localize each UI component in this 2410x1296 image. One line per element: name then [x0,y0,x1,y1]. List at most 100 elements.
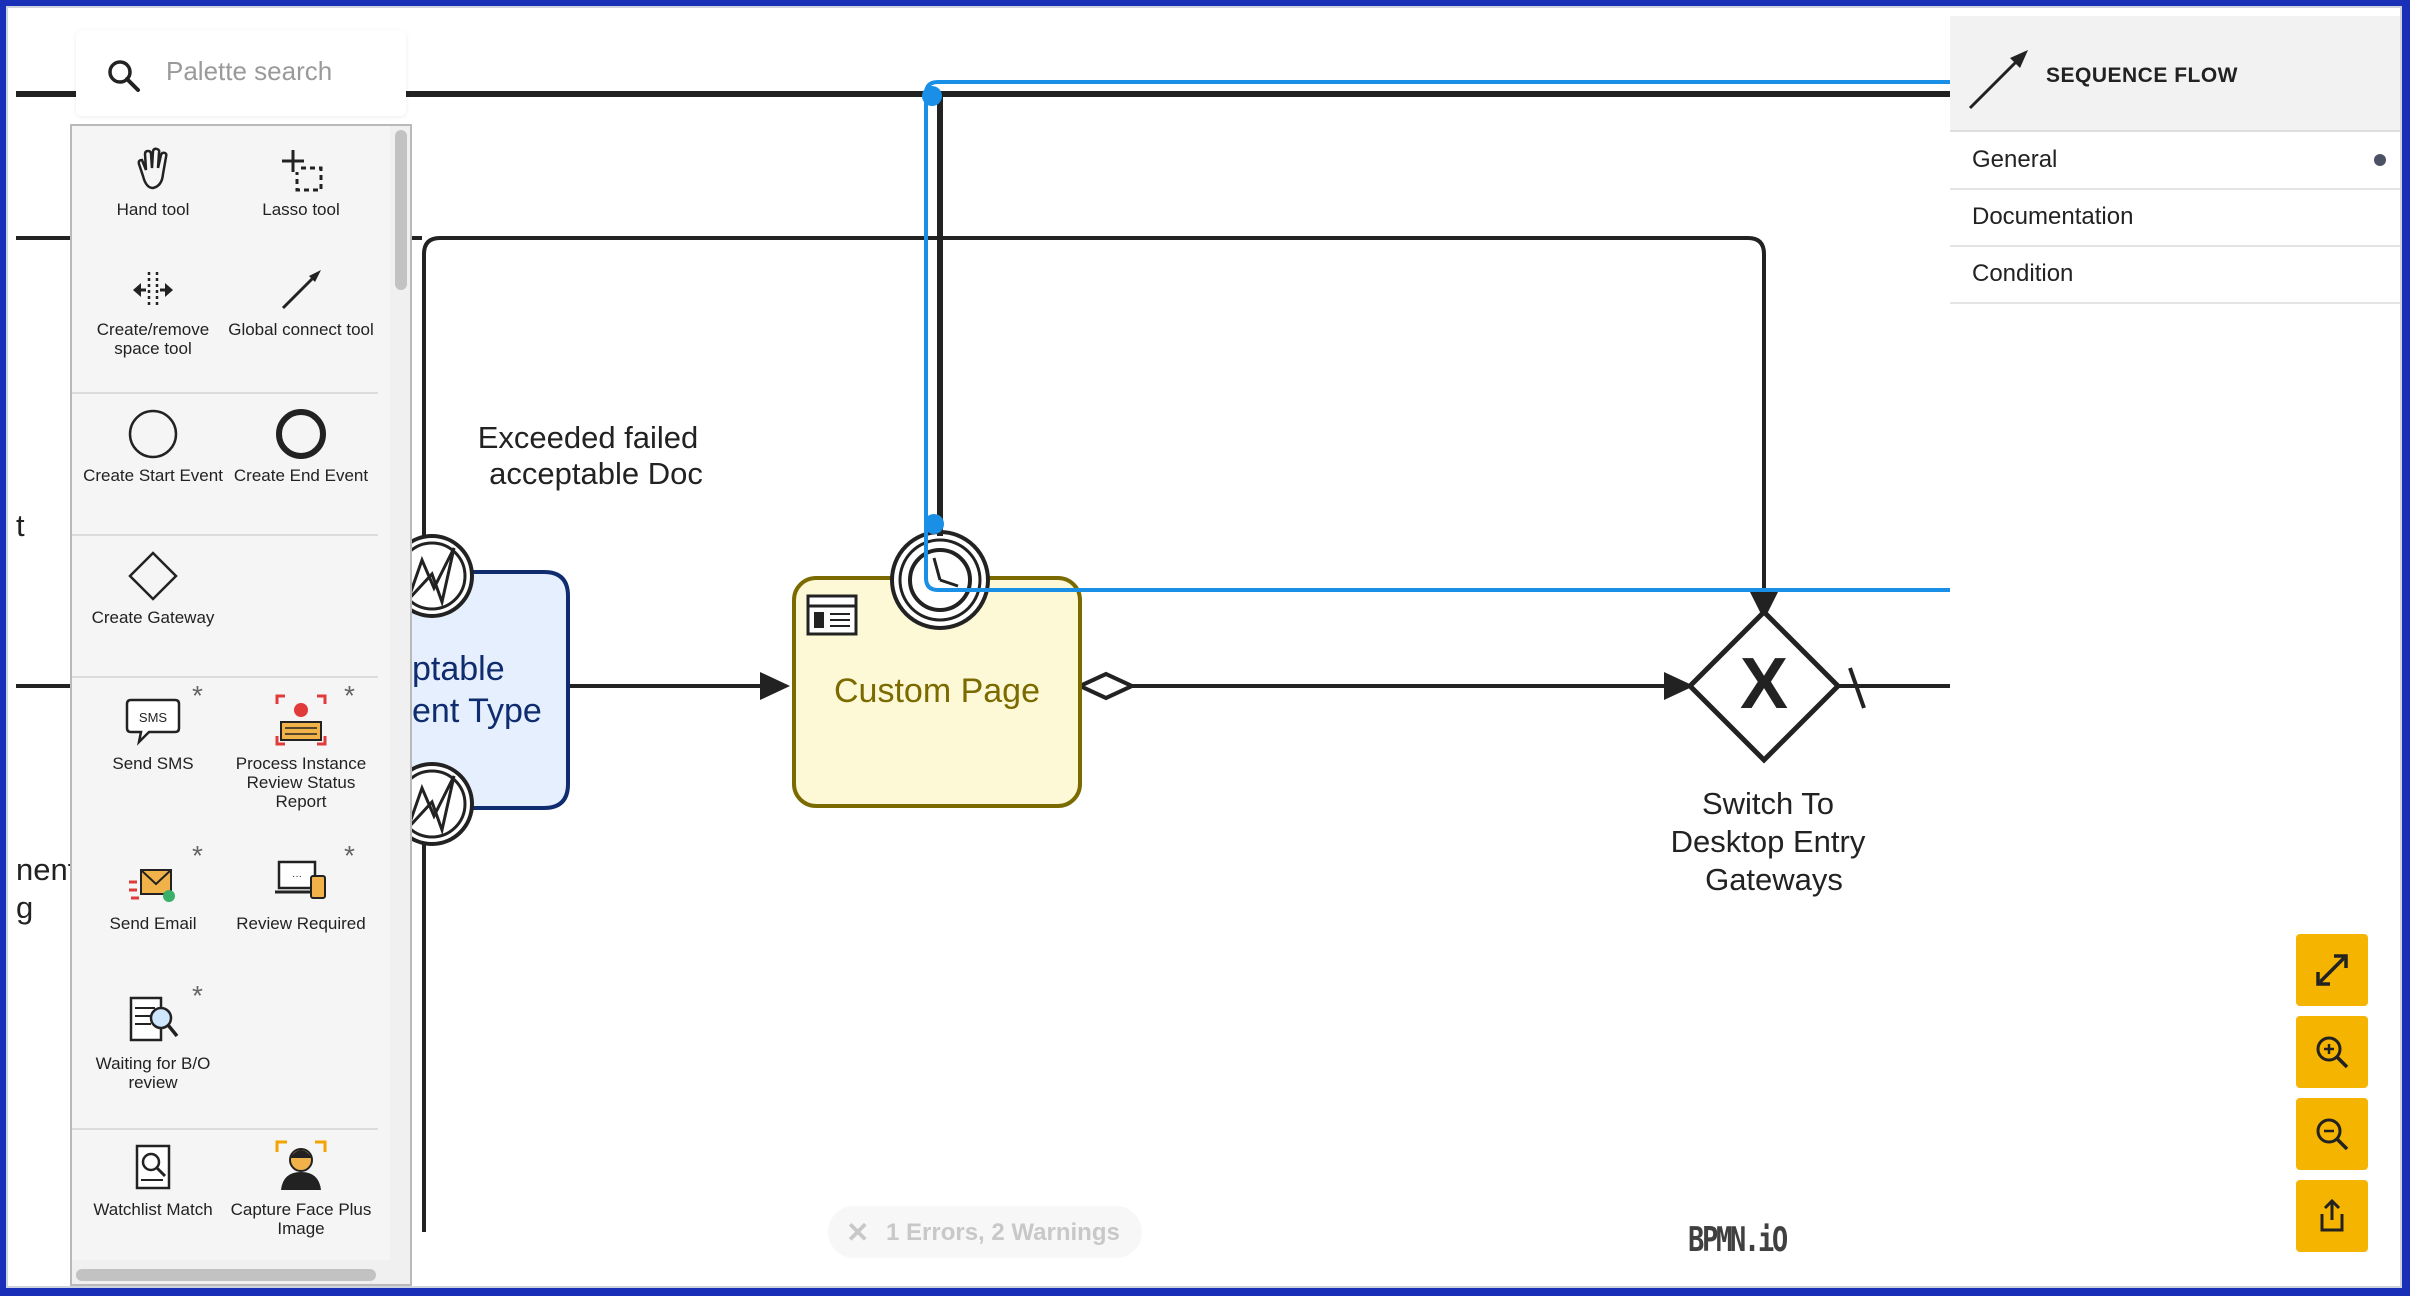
lasso-tool[interactable]: Lasso tool [226,146,376,219]
cut-off-label: g [16,890,34,925]
loop-arrowhead [1750,592,1778,620]
lint-issues-indicator[interactable]: ✕ 1 Errors, 2 Warnings [828,1206,1142,1258]
create-end-event-label: Create End Event [233,466,369,485]
diagram-svg [16,80,1950,1232]
capture-face-tool[interactable]: Capture Face Plus Image [226,1138,376,1238]
end-event-icon [276,409,326,459]
zoom-out-button[interactable] [2296,1098,2368,1170]
watchlist-icon [135,1144,171,1190]
group-condition-label: Condition [1972,260,2074,287]
arrowhead [1664,672,1694,700]
bo-review-label: Waiting for B/O review [95,1054,211,1092]
boundary-event-timer[interactable] [890,530,990,630]
svg-text:···: ··· [292,871,302,882]
scrollbar-thumb[interactable] [395,130,407,290]
hand-tool[interactable]: Hand tool [78,146,228,219]
global-connect-tool-label: Global connect tool [228,320,374,339]
diagram-canvas[interactable]: X Exceeded failed acceptable Doc ptable … [8,8,1950,1286]
status-report-tool[interactable]: Process Instance Review Status Report [226,692,376,811]
space-tool[interactable]: Create/remove space tool [78,266,228,358]
space-tool-label: Create/remove space tool [96,320,210,358]
gateway-label-line2: Desktop Entry [1670,824,1866,859]
form-task-icon [806,594,858,636]
svg-text:SMS: SMS [139,710,168,725]
flow-waypoint-handle[interactable] [922,86,942,106]
partial-task-label-line1: ptable [412,650,505,688]
send-email-tool[interactable]: Send Email [78,852,228,933]
create-end-event[interactable]: Create End Event [226,408,376,485]
gateway-label-line1: Switch To [1701,786,1835,821]
error-icon: ✕ [846,1217,870,1248]
properties-panel: SEQUENCE FLOW General Documentation Cond… [1950,16,2400,1286]
group-general[interactable]: General [1950,132,2400,190]
send-sms-label: Send SMS [112,754,194,773]
zoom-in-button[interactable] [2296,1016,2368,1088]
app-window: X Exceeded failed acceptable Doc ptable … [6,6,2402,1288]
selected-sequence-flow[interactable] [924,80,1950,592]
custom-element-star: * [192,840,203,871]
face-capture-icon [275,1140,327,1190]
review-required-tool[interactable]: ··· Review Required [226,852,376,933]
gateway-icon [128,551,178,601]
group-has-entries-indicator [2374,154,2386,166]
properties-title: SEQUENCE FLOW [2046,64,2239,87]
send-sms-tool[interactable]: SMS Send SMS [78,692,228,773]
review-icon: ··· [275,860,326,899]
email-icon [129,869,175,902]
zoom-in-icon [2316,1036,2349,1069]
palette: Hand tool Lasso tool Create/remove space… [70,124,412,1286]
palette-horizontal-scrollbar[interactable] [72,1260,390,1284]
flow-waypoint-handle[interactable] [924,514,944,534]
scrollbar-thumb[interactable] [76,1269,376,1281]
palette-separator [72,676,378,678]
gateway-marker: X [1739,644,1789,724]
partial-task-label-line2: ent Type [412,692,542,730]
arrowhead [760,672,790,700]
custom-element-star: * [344,840,355,871]
hand-icon [137,147,168,190]
bpmn-io-watermark[interactable]: BPMN.iO [1688,1220,1788,1260]
zoom-out-icon [2316,1118,2349,1151]
palette-search-placeholder: Palette search [166,56,333,86]
partial-task-shape[interactable] [396,570,570,810]
cut-off-label: t [16,508,25,543]
custom-element-star: * [344,680,355,711]
create-start-event-label: Create Start Event [83,466,223,485]
capture-face-label: Capture Face Plus Image [230,1200,372,1238]
lasso-tool-label: Lasso tool [262,200,340,219]
palette-separator [72,1128,378,1130]
share-icon [2320,1198,2344,1232]
default-flow-slash [1848,667,1866,709]
palette-separator [72,534,378,536]
export-button[interactable] [2296,1180,2368,1252]
document-search-icon [129,996,179,1042]
search-icon [108,60,140,92]
label-exceeded-line2: acceptable Doc [489,456,703,491]
global-connect-tool[interactable]: Global connect tool [226,266,376,339]
start-event-icon [128,409,178,459]
group-documentation[interactable]: Documentation [1950,189,2400,247]
watchlist-match-tool[interactable]: Watchlist Match [78,1138,228,1219]
palette-search[interactable]: Palette search [76,30,406,116]
sms-icon: SMS [125,698,181,746]
hand-tool-label: Hand tool [116,200,190,219]
loop-sequence-flow[interactable] [422,236,1766,1232]
create-start-event[interactable]: Create Start Event [78,408,228,485]
send-email-label: Send Email [109,914,197,933]
conditional-flow-diamond [1075,671,1137,701]
palette-vertical-scrollbar[interactable] [390,126,410,1284]
label-exceeded-line1: Exceeded failed [477,420,699,455]
properties-header: SEQUENCE FLOW [1950,16,2400,132]
expand-icon [2316,954,2348,986]
bo-review-tool[interactable]: Waiting for B/O review [78,992,228,1092]
group-general-label: General [1972,146,2058,173]
custom-page-label: Custom Page [834,672,1040,710]
exclusive-gateway[interactable] [1686,608,1842,764]
group-condition[interactable]: Condition [1950,246,2400,304]
fit-viewport-button[interactable] [2296,934,2368,1006]
connect-arrow-icon [281,270,321,310]
cut-off-label: nent [16,852,77,887]
custom-element-star: * [192,680,203,711]
lasso-icon [282,150,323,192]
create-gateway[interactable]: Create Gateway [78,550,228,627]
